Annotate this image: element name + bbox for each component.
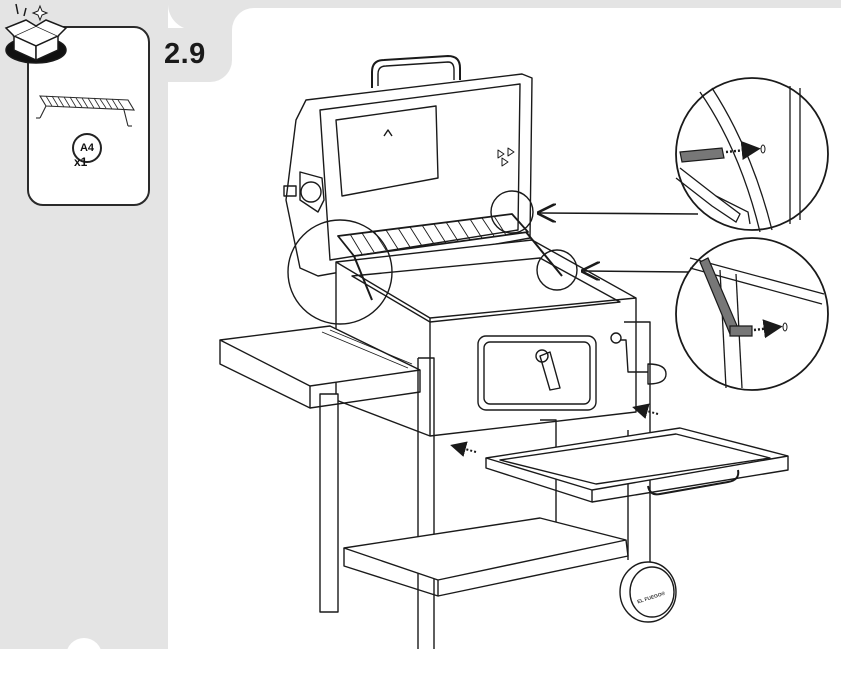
part-ref-badge: A4 <box>72 133 102 163</box>
header-cutout <box>232 8 841 30</box>
highlight-circles <box>287 190 578 325</box>
part-grate-drawing <box>36 95 135 127</box>
callout-arrows <box>540 213 699 272</box>
open-box-icon <box>4 3 68 64</box>
step-tab <box>150 28 232 82</box>
magnifier-callout <box>675 237 829 391</box>
grill-illustration <box>219 55 789 649</box>
step-number: 2.9 <box>164 38 206 70</box>
magnifier-callout <box>675 77 829 233</box>
part-quantity: x1 <box>74 155 88 169</box>
illustration-layer: EL FUEGO® <box>4 3 829 649</box>
